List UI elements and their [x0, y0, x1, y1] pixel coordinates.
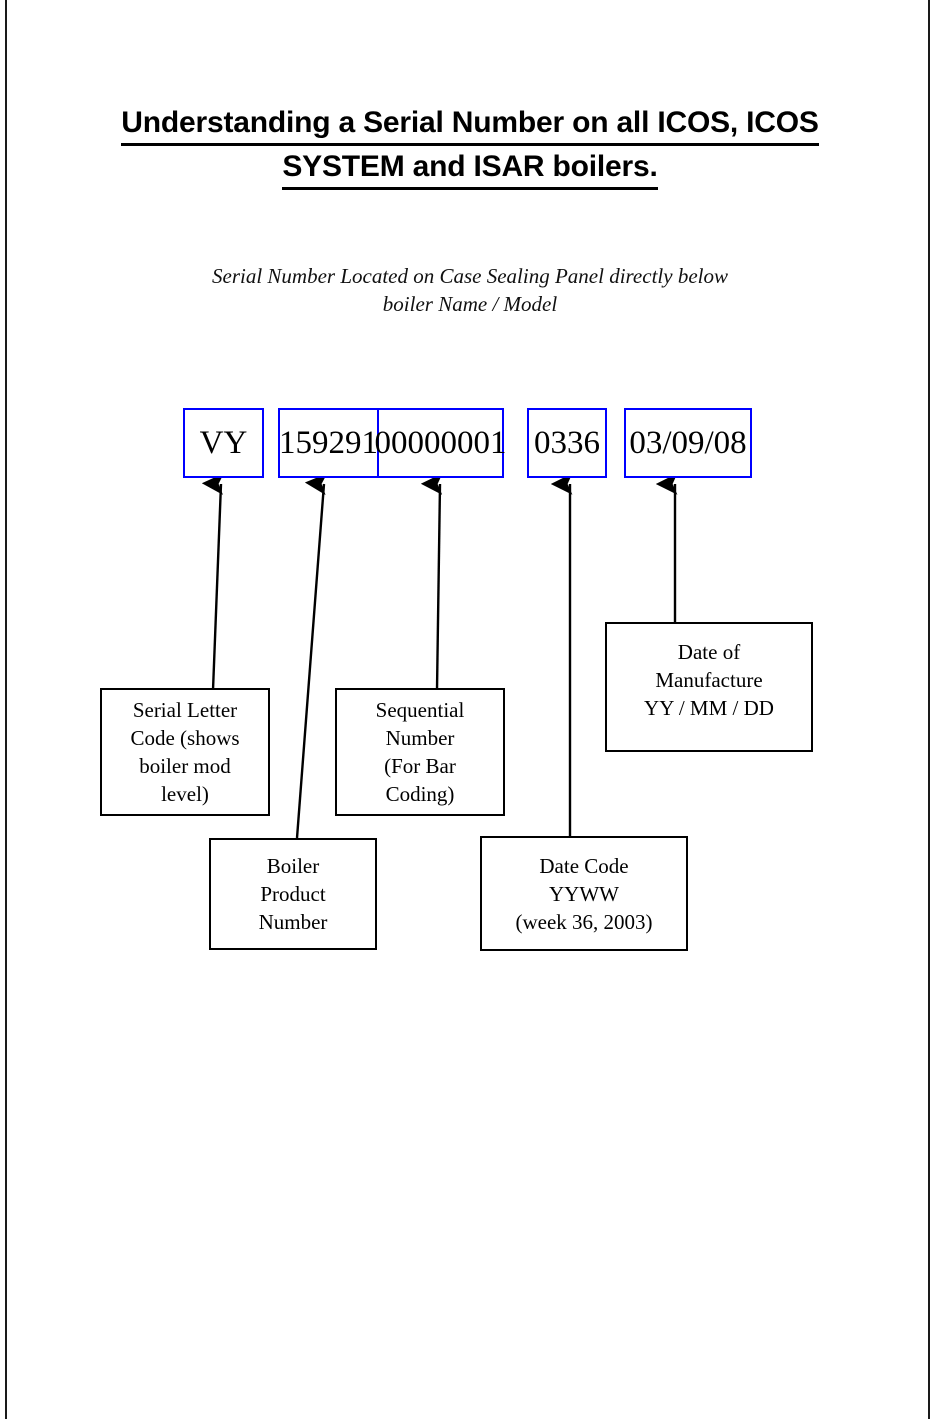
callout-line: (week 36, 2003) [515, 910, 653, 934]
callout-line: Date Code [539, 854, 629, 878]
serial-segment-serial-letter-code[interactable]: VY [183, 408, 264, 478]
callout-line: (For Bar [384, 754, 456, 778]
callout-date-code-text: Date Code YYWW (week 36, 2003) [515, 852, 652, 936]
callout-line: Coding) [385, 782, 455, 806]
callout-date-of-manufacture-text: Date of Manufacture YY / MM / DD [644, 638, 774, 722]
callout-line: boiler mod [139, 754, 231, 778]
serial-segment-boiler-product-number[interactable]: 159291 [278, 408, 379, 478]
callout-boiler-product-number-text: Boiler Product Number [259, 852, 328, 936]
callout-line: Date of [677, 640, 741, 664]
callout-line: Serial Letter [132, 698, 238, 722]
serial-segment-sequential-number[interactable]: 00000001 [375, 408, 507, 478]
callout-serial-letter-code-text: Serial Letter Code (shows boiler mod lev… [130, 696, 239, 808]
page-title: Understanding a Serial Number on all ICO… [70, 104, 870, 190]
callout-line: YY / MM / DD [644, 696, 774, 720]
callout-line: level) [161, 782, 209, 806]
callout-line: Product [260, 882, 326, 906]
callout-line: Manufacture [655, 668, 763, 692]
callout-date-of-manufacture: Date of Manufacture YY / MM / DD [605, 622, 813, 752]
page-border-right-rule [928, 0, 930, 1419]
callout-line: Sequential [375, 698, 465, 722]
callout-line: Number [258, 910, 328, 934]
callout-line: Boiler [266, 854, 320, 878]
callout-sequential-number: Sequential Number (For Bar Coding) [335, 688, 505, 816]
callout-line: Code (shows [130, 726, 240, 750]
arrow-to-sequential-number [420, 473, 443, 691]
page-subtitle-line-2: boiler Name / Model [382, 292, 558, 316]
callout-boiler-product-number: Boiler Product Number [209, 838, 377, 950]
callout-serial-letter-code: Serial Letter Code (shows boiler mod lev… [100, 688, 270, 816]
callout-date-code: Date Code YYWW (week 36, 2003) [480, 836, 688, 951]
serial-segment-date-of-manufacture[interactable]: 03/09/08 [624, 408, 752, 478]
serial-segment-date-code[interactable]: 0336 [527, 408, 607, 478]
page-subtitle: Serial Number Located on Case Sealing Pa… [130, 262, 810, 318]
arrow-to-boiler-product-number [295, 473, 328, 839]
page-subtitle-line-1: Serial Number Located on Case Sealing Pa… [212, 264, 728, 288]
callout-line: YYWW [549, 882, 619, 906]
page-title-line-1: Understanding a Serial Number on all ICO… [121, 104, 819, 146]
page-border-left-rule [5, 0, 7, 1419]
callout-sequential-number-text: Sequential Number (For Bar Coding) [376, 696, 465, 808]
arrow-to-serial-letter-code [201, 473, 224, 691]
callout-line: Number [385, 726, 455, 750]
page-title-line-2: SYSTEM and ISAR boilers. [282, 148, 658, 190]
